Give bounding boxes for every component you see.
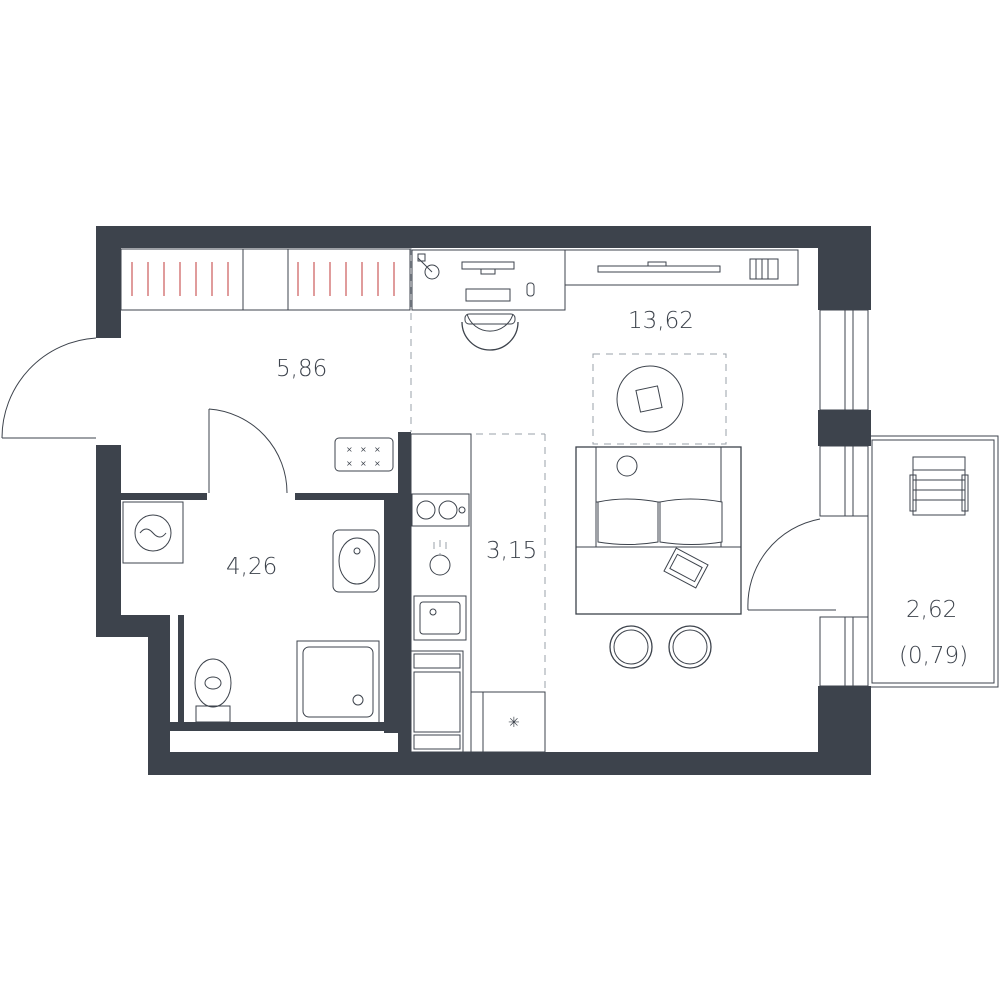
sofa-icon	[575, 446, 742, 615]
toilet-icon	[194, 658, 232, 723]
stove-icon	[411, 493, 470, 527]
balcony-area-label: 2,62	[906, 597, 957, 623]
shoe-bench-icon: × × × × × ×	[334, 437, 394, 472]
svg-text:×: ×	[346, 445, 353, 454]
tap-icon	[429, 540, 451, 576]
stool-icon	[609, 625, 712, 669]
windows	[819, 309, 869, 687]
bathroom-area-label: 4,26	[226, 554, 277, 580]
oven-icon	[410, 650, 464, 753]
chair-icon	[461, 313, 519, 351]
walls	[96, 226, 871, 775]
shower-icon	[296, 640, 380, 724]
tv-unit-icon	[564, 249, 799, 286]
sink-icon	[332, 529, 380, 593]
balcony-chair-icon	[909, 456, 969, 516]
laptop-icon	[663, 547, 709, 589]
hall-area-label: 5,86	[276, 356, 327, 382]
svg-text:×: ×	[374, 459, 381, 468]
balcony	[867, 435, 999, 688]
svg-text:✳: ✳	[508, 715, 520, 731]
svg-text:×: ×	[346, 459, 353, 468]
living-area-label: 13,62	[628, 308, 694, 334]
balcony-reduced-area-label: (0,79)	[899, 643, 968, 669]
washing-machine-icon	[122, 501, 184, 564]
svg-text:×: ×	[374, 445, 381, 454]
kitchen-area-label: 3,15	[486, 538, 537, 564]
kitchen-counter	[410, 433, 546, 753]
wardrobe-icon	[120, 248, 411, 311]
svg-text:×: ×	[360, 445, 367, 454]
zone-separators	[410, 248, 546, 692]
desk-icon	[411, 249, 566, 311]
doors	[1, 337, 836, 611]
rug-icon	[592, 353, 727, 445]
svg-text:×: ×	[360, 459, 367, 468]
fridge-icon: ✳	[482, 692, 520, 752]
kitchen-sink-icon	[413, 595, 467, 641]
